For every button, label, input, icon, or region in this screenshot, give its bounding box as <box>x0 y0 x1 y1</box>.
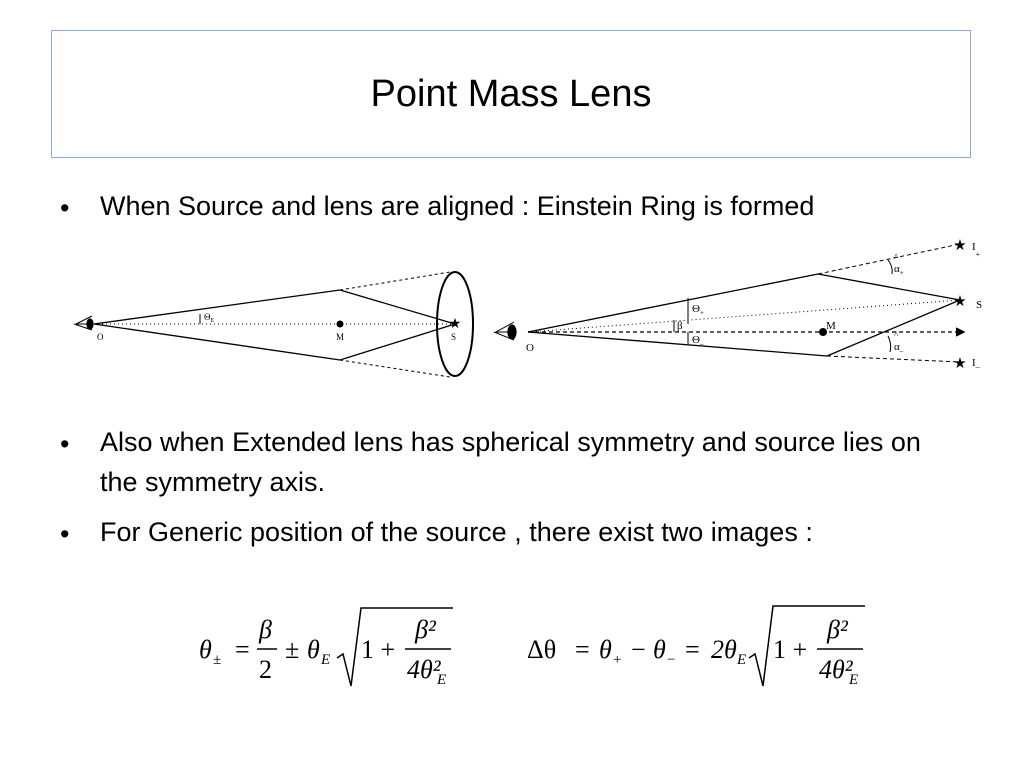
svg-text:2: 2 <box>259 655 272 684</box>
alpha-plus-label: α+ <box>894 263 904 277</box>
svg-text:E: E <box>848 672 858 688</box>
beta-label: β <box>677 320 683 332</box>
svg-text:β²: β² <box>414 615 437 644</box>
image-plus-label: I+ <box>972 241 981 259</box>
lens-label-right: M <box>826 320 836 332</box>
lens-dot-right <box>819 328 827 336</box>
svg-text:θ: θ <box>307 635 320 664</box>
theta-minus-label: Θ– <box>692 334 704 348</box>
svg-text:E: E <box>320 652 330 668</box>
svg-text:±: ± <box>213 652 221 668</box>
source-star-right: ★ <box>953 294 966 310</box>
svg-text:−: − <box>667 652 675 668</box>
svg-text:Δθ: Δθ <box>527 635 556 664</box>
image-minus-label: I– <box>972 357 981 371</box>
bullet-marker-3: • <box>60 519 70 549</box>
source-label-right: S <box>976 299 982 311</box>
bullet-text-1: When Source and lens are aligned : Einst… <box>100 191 815 221</box>
svg-text:+: + <box>613 652 621 668</box>
image-minus-star: ★ <box>953 356 966 372</box>
svg-text:1 +: 1 + <box>773 635 807 664</box>
svg-text:−: − <box>631 635 646 664</box>
title-box: Point Mass Lens <box>51 30 971 158</box>
svg-text:4θ²: 4θ² <box>819 655 854 684</box>
alpha-plus-hat: ^ <box>894 252 899 262</box>
bullet-text-3: For Generic position of the source , the… <box>100 517 813 547</box>
svg-text:β²: β² <box>826 615 849 644</box>
svg-text:θ: θ <box>199 635 212 664</box>
svg-text:±: ± <box>285 635 299 664</box>
bullet-marker-2: • <box>60 429 70 459</box>
source-label-left: S <box>451 332 456 342</box>
theta-plus-label: Θ+ <box>692 303 704 317</box>
alpha-minus-hat: ^ <box>894 330 899 340</box>
image-plus-star: ★ <box>953 238 966 254</box>
observer-label-right: O <box>526 342 534 354</box>
svg-text:E: E <box>736 652 746 668</box>
bullet-marker-1: • <box>60 193 70 223</box>
bullet-text-2: Also when Extended lens has spherical sy… <box>100 427 921 497</box>
slide-title: Point Mass Lens <box>370 72 652 115</box>
svg-text:θ: θ <box>653 635 666 664</box>
einstein-ring-diagram: ★ O M S ΘE <box>73 271 474 378</box>
theta-e-label: ΘE <box>204 312 215 324</box>
svg-text:θ: θ <box>599 635 612 664</box>
svg-text:2θ: 2θ <box>711 635 737 664</box>
equation-image-positions: θ ± = β 2 ± θ E 1 + β² 4θ² E <box>199 607 453 688</box>
lens-dot-left <box>336 320 344 328</box>
svg-text:β: β <box>258 615 272 644</box>
equation-image-separation: Δθ = θ + − θ − = 2θ E 1 + β² 4θ² E <box>527 605 865 688</box>
source-star-left: ★ <box>449 317 462 332</box>
svg-text:=: = <box>575 635 590 664</box>
svg-text:1 +: 1 + <box>361 635 395 664</box>
lens-label-left: M <box>336 332 344 342</box>
alpha-minus-label: α– <box>894 341 904 355</box>
svg-text:=: = <box>685 635 700 664</box>
svg-text:4θ²: 4θ² <box>407 655 442 684</box>
two-images-diagram: ★ ★ ★ I+ S I– O M Θ+ β Θ– α+ α– ^ ^ <box>493 238 982 372</box>
observer-label-left: O <box>97 332 104 342</box>
svg-text:E: E <box>436 672 446 688</box>
svg-text:=: = <box>235 635 250 664</box>
